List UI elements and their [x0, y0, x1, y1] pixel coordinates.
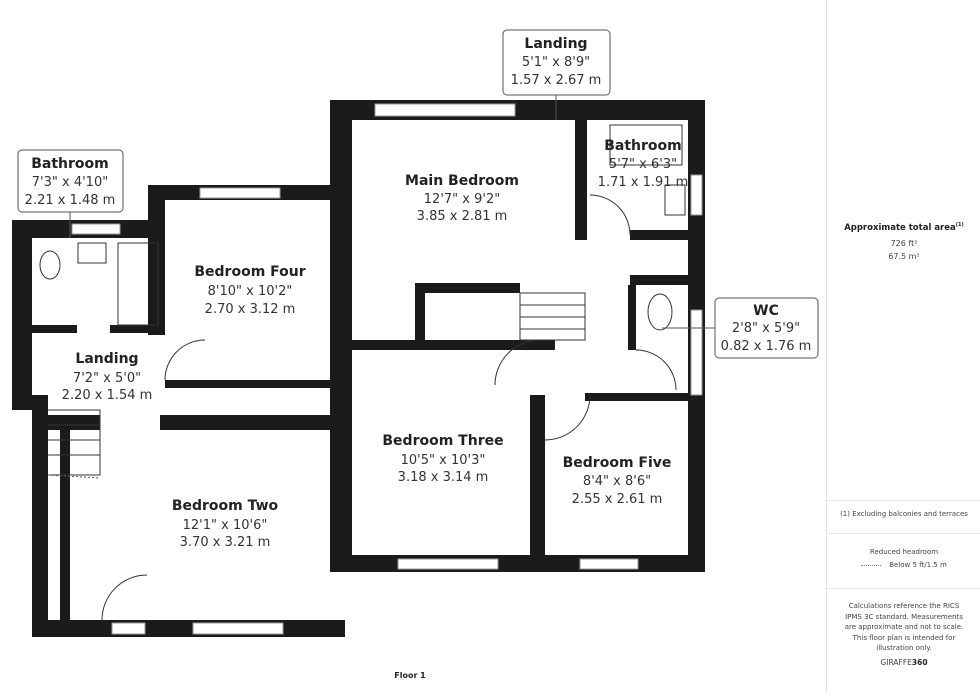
divider [827, 588, 980, 589]
room-name: Bathroom [31, 156, 109, 172]
fixtures [39, 124, 686, 621]
room-bedroom-three: Bedroom Three 10'5" x 10'3" 3.18 x 3.14 … [382, 433, 503, 485]
callout-landing-top: Landing 5'1" x 8'9" 1.57 x 2.67 m [502, 29, 611, 120]
room-dim-metric: 1.71 x 1.91 m [598, 175, 689, 190]
room-dim-metric: 2.21 x 1.48 m [25, 193, 116, 208]
headroom-dotted-icon [861, 564, 882, 566]
room-name: Bedroom Two [172, 498, 279, 514]
room-name: Landing [75, 351, 138, 367]
room-dim-imperial: 5'7" x 6'3" [609, 157, 677, 172]
area-title: Approximate total area [844, 222, 956, 233]
room-name: Bedroom Three [382, 433, 503, 449]
info-panel: Approximate total area(1) 726 ft² 67.5 m… [826, 0, 980, 693]
room-dim-imperial: 5'1" x 8'9" [522, 55, 590, 70]
room-bedroom-two: Bedroom Two 12'1" x 10'6" 3.70 x 3.21 m [172, 498, 279, 550]
room-bedroom-four: Bedroom Four 8'10" x 10'2" 2.70 x 3.12 m [194, 264, 305, 317]
divider [827, 500, 980, 501]
room-dim-metric: 2.55 x 2.61 m [572, 492, 663, 507]
reduced-headroom-line [47, 474, 101, 479]
headroom-title: Reduced headroom [869, 548, 939, 556]
room-name: Main Bedroom [405, 173, 519, 189]
brand-number: 360 [911, 658, 928, 667]
room-dim-imperial: 10'5" x 10'3" [401, 453, 486, 468]
room-dim-metric: 0.82 x 1.76 m [721, 339, 812, 354]
room-name: Bedroom Five [563, 455, 672, 471]
area-m: 67.5 m² [888, 251, 920, 261]
callout-bathroom-left: Bathroom 7'3" x 4'10" 2.21 x 1.48 m [17, 149, 124, 238]
floor-plan: Landing 5'1" x 8'9" 1.57 x 2.67 m Bathro… [12, 29, 819, 637]
room-dim-metric: 1.57 x 2.67 m [511, 73, 602, 88]
room-name: WC [753, 303, 779, 319]
callout-wc: WC 2'8" x 5'9" 0.82 x 1.76 m [662, 297, 819, 359]
room-bedroom-five: Bedroom Five 8'4" x 8'6" 2.55 x 2.61 m [563, 455, 672, 507]
room-name: Landing [524, 36, 587, 52]
room-main-bedroom: Main Bedroom 12'7" x 9'2" 3.85 x 2.81 m [405, 173, 519, 224]
brand-logo: GIRAFFE360 [827, 658, 980, 667]
floor-label: Floor 1 [394, 671, 426, 680]
room-dim-metric: 2.20 x 1.54 m [62, 388, 153, 403]
room-dim-metric: 3.85 x 2.81 m [417, 209, 508, 224]
room-dim-imperial: 8'10" x 10'2" [208, 284, 293, 299]
room-dim-imperial: 2'8" x 5'9" [732, 321, 800, 336]
area-ft: 726 ft² [890, 238, 918, 248]
headroom-legend: Below 5 ft/1.5 m [889, 561, 947, 569]
room-bathroom-right: Bathroom 5'7" x 6'3" 1.71 x 1.91 m [598, 138, 689, 190]
room-dim-metric: 2.70 x 3.12 m [205, 302, 296, 317]
room-dim-imperial: 8'4" x 8'6" [583, 474, 651, 489]
room-dim-imperial: 12'1" x 10'6" [183, 518, 268, 533]
room-dim-metric: 3.70 x 3.21 m [180, 535, 271, 550]
divider [827, 533, 980, 534]
windows [71, 103, 703, 635]
room-name: Bedroom Four [194, 264, 305, 280]
room-landing-left: Landing 7'2" x 5'0" 2.20 x 1.54 m [62, 351, 153, 403]
brand-text: GIRAFFE [880, 658, 912, 667]
footnote: (1) Excluding balconies and terraces [840, 510, 968, 518]
room-dim-metric: 3.18 x 3.14 m [398, 470, 489, 485]
room-dim-imperial: 12'7" x 9'2" [424, 192, 500, 207]
room-name: Bathroom [604, 138, 682, 154]
room-dim-imperial: 7'3" x 4'10" [32, 175, 108, 190]
disclaimer: Calculations reference the RICS IPMS 3C … [844, 602, 964, 652]
area-note-mark: (1) [955, 222, 964, 228]
room-dim-imperial: 7'2" x 5'0" [73, 371, 141, 386]
